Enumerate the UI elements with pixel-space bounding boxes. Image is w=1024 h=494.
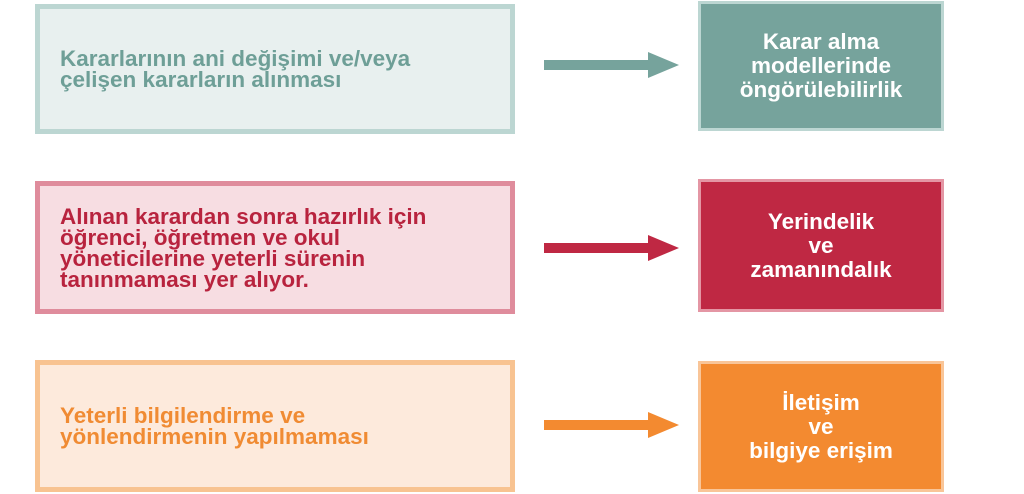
solution-text-line: Karar alma [762,29,880,54]
solution-text-line: ve [808,232,834,258]
solution-text-line: öngörülebilirlik [739,77,903,102]
problem-text-line: tanınmaması yer alıyor. [60,266,309,292]
problem-text-line: yöneticilerine yeterli sürenin [60,245,366,271]
problem-box-sudden-changes: Kararlarının ani değişimi ve/veya çelişe… [35,4,515,134]
arrow-right-icon [544,52,679,78]
problem-box-insufficient-time: Alınan karardan sonra hazırlık için öğre… [35,181,515,314]
arrow-right-icon [544,235,679,261]
problem-box-insufficient-information: Yeterli bilgilendirme ve yönlendirmenin … [35,360,515,492]
solution-box-predictability: Karar alma modellerinde öngörülebilirlik [698,1,944,131]
problem-text-line: yönlendirmenin yapılmaması [60,424,369,449]
solution-box-timeliness: Yerindelik ve zamanındalık [698,179,944,312]
arrow-right-icon [544,412,679,438]
solution-box-communication: İletişim ve bilgiye erişim [698,361,944,492]
solution-text-line: Yerindelik [767,208,875,234]
problem-text-line: Alınan karardan sonra hazırlık için [60,203,427,229]
solution-text-line: zamanındalık [750,256,892,282]
problem-text-line: çelişen kararların alınması [60,67,342,92]
problem-text-line: Yeterli bilgilendirme ve [60,403,306,428]
solution-text-line: İletişim [782,389,860,415]
problem-text-line: öğrenci, öğretmen ve okul [60,224,341,250]
solution-text-line: modellerinde [750,53,892,78]
solution-text-line: bilgiye erişim [749,437,893,463]
solution-text-line: ve [808,413,834,439]
problem-text-line: Kararlarının ani değişimi ve/veya [60,46,411,71]
